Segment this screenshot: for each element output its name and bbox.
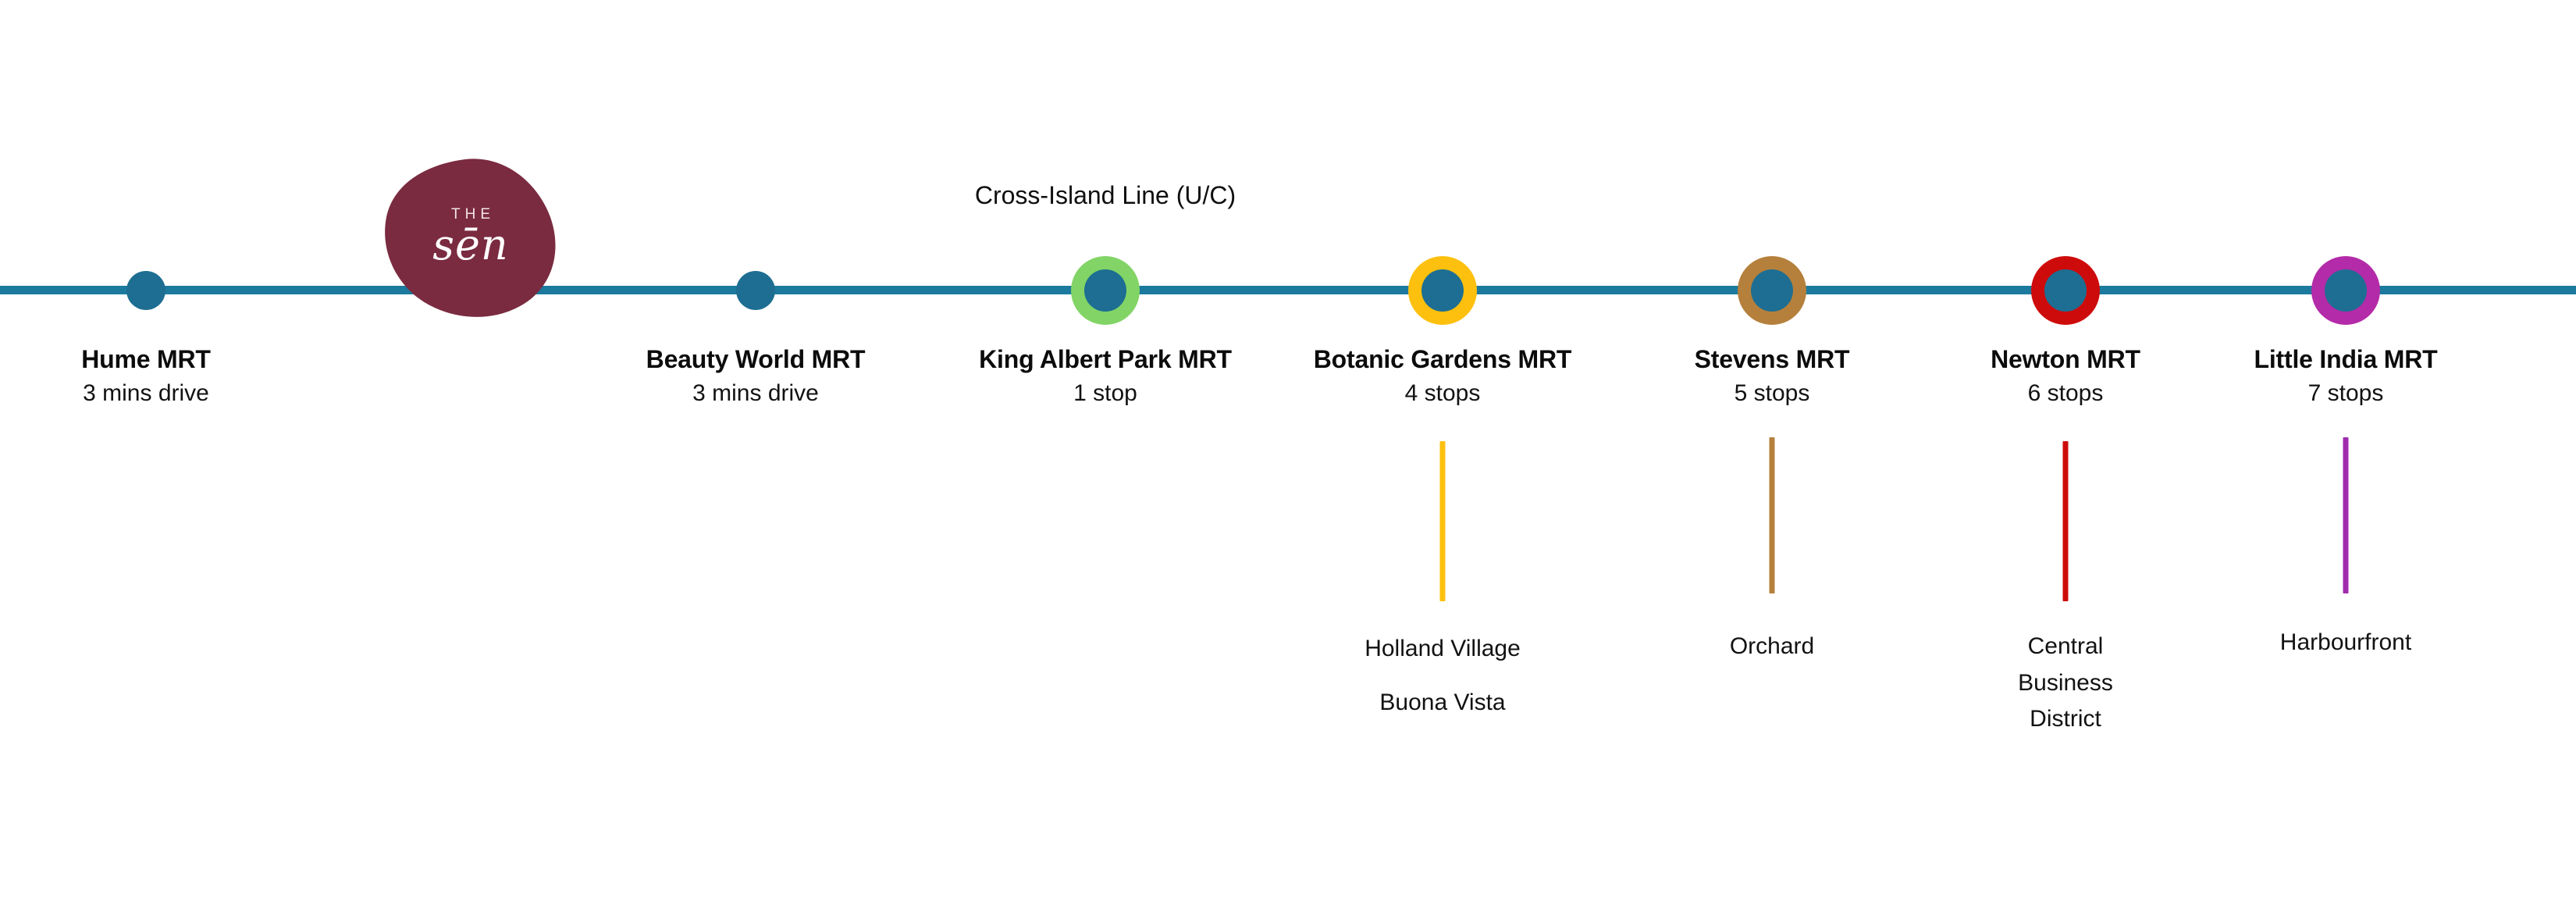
station-marker-core-king-albert-park — [1084, 269, 1126, 312]
destination-item: Central — [2027, 633, 2104, 659]
logo-blob-shape — [385, 159, 556, 317]
cross-island-line-annotation: Cross-Island Line (U/C) — [974, 181, 1236, 209]
destination-item: Orchard — [1729, 633, 1815, 659]
station-marker-core-little-india — [2325, 269, 2367, 312]
station-distance-botanic-gardens: 4 stops — [1404, 380, 1481, 406]
station-label-beauty-world: Beauty World MRT 3 mins drive — [646, 344, 866, 408]
destination-item: Buona Vista — [1379, 689, 1506, 715]
station-name-newton: Newton MRT — [1991, 345, 2140, 373]
station-label-stevens: Stevens MRT 5 stops — [1695, 344, 1850, 408]
destination-item: District — [2030, 706, 2101, 732]
connector-stem-botanic-gardens — [1439, 441, 1446, 601]
station-marker-dot-beauty-world[interactable] — [736, 271, 775, 310]
station-marker-ring-stevens[interactable] — [1738, 256, 1806, 325]
destination-item: Harbourfront — [2279, 629, 2412, 655]
station-distance-newton: 6 stops — [2027, 380, 2104, 406]
destination-item: Business — [2018, 669, 2113, 696]
station-label-newton: Newton MRT 6 stops — [1991, 344, 2140, 408]
station-distance-hume: 3 mins drive — [83, 380, 209, 406]
station-marker-ring-newton[interactable] — [2031, 256, 2100, 325]
station-name-stevens: Stevens MRT — [1694, 345, 1850, 373]
station-distance-little-india: 7 stops — [2307, 380, 2384, 406]
station-marker-core-newton — [2044, 269, 2087, 312]
station-name-little-india: Little India MRT — [2254, 345, 2438, 373]
station-marker-core-stevens — [1751, 269, 1793, 312]
station-marker-ring-botanic-gardens[interactable] — [1408, 256, 1477, 325]
connector-stem-little-india — [2343, 437, 2349, 593]
station-marker-dot-hume[interactable] — [126, 271, 165, 310]
station-distance-stevens: 5 stops — [1734, 380, 1810, 406]
station-name-botanic-gardens: Botanic Gardens MRT — [1313, 345, 1572, 373]
destination-item: Holland Village — [1364, 636, 1521, 661]
station-marker-core-botanic-gardens — [1421, 269, 1464, 312]
the-sen-logo: THE sēn — [384, 158, 557, 317]
station-distance-beauty-world: 3 mins drive — [692, 380, 819, 406]
station-label-little-india: Little India MRT 7 stops — [2254, 344, 2437, 408]
transit-trunk-line — [0, 286, 2576, 294]
connector-stem-stevens — [1769, 437, 1775, 593]
station-label-king-albert-park: King Albert Park MRT 1 stop — [979, 344, 1232, 408]
station-name-king-albert-park: King Albert Park MRT — [979, 345, 1232, 373]
destinations-stevens: Orchard — [1730, 629, 1814, 665]
station-label-botanic-gardens: Botanic Gardens MRT 4 stops — [1313, 344, 1572, 408]
station-distance-king-albert-park: 1 stop — [1073, 380, 1137, 406]
station-marker-ring-king-albert-park[interactable] — [1071, 256, 1140, 325]
station-label-hume: Hume MRT 3 mins drive — [81, 344, 211, 408]
station-marker-ring-little-india[interactable] — [2311, 256, 2380, 325]
station-name-hume: Hume MRT — [81, 345, 211, 373]
destinations-little-india: Harbourfront — [2280, 625, 2411, 661]
connector-stem-newton — [2062, 441, 2069, 601]
station-name-beauty-world: Beauty World MRT — [646, 345, 866, 373]
